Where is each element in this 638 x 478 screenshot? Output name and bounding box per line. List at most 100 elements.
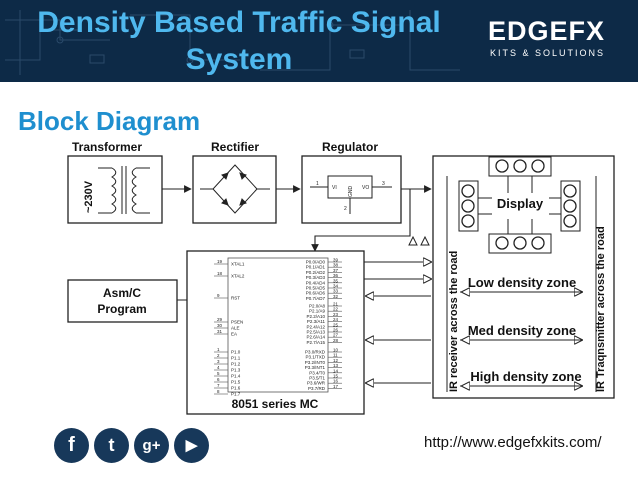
mc-right-pin-number: 28 bbox=[333, 338, 339, 343]
power-chain-arrows bbox=[162, 185, 432, 252]
low-density-zone: Low density zone bbox=[460, 275, 582, 292]
mc-left-pin-name: ALE bbox=[231, 326, 240, 331]
mc-right-pin-number: 25 bbox=[333, 322, 339, 327]
mc-right-pin-name: P2.6/A14 bbox=[306, 335, 325, 340]
transformer-block: ~230V bbox=[67, 155, 163, 224]
section-title: Block Diagram bbox=[18, 106, 201, 136]
mc-left-pin-number: 18 bbox=[217, 271, 223, 276]
mc-right-pin-number: 14 bbox=[333, 368, 339, 373]
mc-left-pin-name: XTAL2 bbox=[231, 274, 245, 279]
mc-right-pin-name: P3.2/INT0 bbox=[305, 360, 326, 365]
asmc-line-2: Program bbox=[97, 302, 146, 316]
mc-right-pin-name: P0.2/AD2 bbox=[306, 270, 326, 275]
mc-left-pin-number: 3 bbox=[217, 359, 220, 364]
regulator-label: Regulator bbox=[322, 140, 378, 154]
med-density-zone: Med density zone bbox=[460, 323, 582, 340]
facebook-icon[interactable]: f bbox=[54, 428, 89, 463]
mc-right-pin-number: 13 bbox=[333, 363, 339, 368]
mc-right-pin-name: P2.5/A13 bbox=[306, 330, 325, 335]
mc-left-pin-number: 8 bbox=[217, 389, 220, 394]
mc-right-pin-number: 34 bbox=[333, 284, 339, 289]
mc-right-pin-name: P0.4/AD4 bbox=[306, 280, 326, 285]
mc-left-pin-number: 2 bbox=[217, 353, 220, 358]
mc-left-pin-name: P1.4 bbox=[231, 374, 241, 379]
mc-left-pin-name: RST bbox=[231, 296, 240, 301]
page-title: Density Based Traffic Signal System bbox=[10, 4, 468, 78]
mc-left-pin-name: P1.0 bbox=[231, 350, 241, 355]
traffic-light-right bbox=[549, 180, 581, 232]
mc-right-pin-name: P3.0/RXD bbox=[305, 350, 326, 355]
mc-right-pin-number: 16 bbox=[333, 379, 339, 384]
google-plus-icon[interactable]: g+ bbox=[134, 428, 169, 463]
title-banner: Density Based Traffic Signal System EDGE… bbox=[0, 0, 638, 82]
mc-left-pin-number: 4 bbox=[217, 365, 220, 370]
mc-right-pin-number: 12 bbox=[333, 358, 339, 363]
mc-left-pin-name: P1.6 bbox=[231, 386, 241, 391]
mc-right-pin-name: P2.4/A12 bbox=[306, 324, 325, 329]
mc-right-pin-name: P0.3/AD3 bbox=[306, 275, 326, 280]
mc-left-pin-name: PSEN bbox=[231, 320, 243, 325]
mc-right-pin-name: P0.1/AD1 bbox=[306, 265, 326, 270]
mc-right-pin-number: 11 bbox=[333, 353, 338, 358]
traffic-light-top bbox=[488, 156, 552, 193]
mc-right-pin-name: P2.0/A8 bbox=[309, 304, 326, 309]
edgefx-logo: EDGEFX KITS & SOLUTIONS bbox=[470, 12, 620, 62]
transformer-voltage: ~230V bbox=[83, 180, 95, 213]
asmc-line-1: Asm/C bbox=[103, 286, 141, 300]
mc-left-pin-number: 1 bbox=[217, 347, 220, 352]
logo-subtext: KITS & SOLUTIONS bbox=[490, 48, 606, 58]
mc-left-pin-number: 19 bbox=[217, 259, 223, 264]
mc-right-pin-number: 38 bbox=[333, 263, 339, 268]
mc-right-pin-name: P3.5/T1 bbox=[309, 376, 325, 381]
traffic-light-left bbox=[458, 180, 492, 232]
play-icon[interactable]: ▶ bbox=[174, 428, 209, 463]
website-url[interactable]: http://www.edgefxkits.com/ bbox=[424, 434, 602, 451]
mc-label: 8051 series MC bbox=[232, 397, 319, 411]
traffic-light-bottom bbox=[488, 219, 552, 254]
transformer-label: Transformer bbox=[72, 140, 142, 154]
twitter-icon[interactable]: t bbox=[94, 428, 129, 463]
mc-right-pin-group: 39P0.0/AD038P0.1/AD137P0.2/AD236P0.3/AD3… bbox=[305, 258, 342, 391]
mc-right-pin-number: 23 bbox=[333, 312, 339, 317]
med-zone-label: Med density zone bbox=[468, 323, 576, 338]
mc-right-pin-number: 32 bbox=[333, 294, 339, 299]
mc-left-pin-name: P1.1 bbox=[231, 356, 241, 361]
mc-left-pin-number: 6 bbox=[217, 377, 220, 382]
regulator-gnd: GND bbox=[348, 186, 354, 198]
mc-right-pin-number: 22 bbox=[333, 307, 339, 312]
mc-left-pin-number: 30 bbox=[217, 323, 223, 328]
mc-right-pin-name: P3.6/WR bbox=[307, 381, 326, 386]
mc-right-pin-number: 35 bbox=[333, 278, 339, 283]
mc-right-pin-name: P2.1/A9 bbox=[309, 309, 326, 314]
mc-right-pin-name: P0.5/AD5 bbox=[306, 286, 326, 291]
regulator-pin-1: 1 bbox=[316, 181, 319, 187]
road-display-block: Display Low density zone Med density zon… bbox=[408, 155, 615, 399]
mc-left-pin-number: 5 bbox=[217, 371, 220, 376]
mc-right-pin-name: P0.0/AD0 bbox=[306, 260, 326, 265]
high-zone-label: High density zone bbox=[470, 369, 581, 384]
mc-right-pin-number: 37 bbox=[333, 268, 339, 273]
ir-transmitter-label: IR Traqnsmitter across the road bbox=[595, 226, 607, 392]
title-line-1: Density Based Traffic Signal bbox=[37, 6, 441, 39]
mc-right-pin-name: P2.7/A15 bbox=[306, 340, 325, 345]
regulator-pin-3: 3 bbox=[382, 181, 385, 187]
mc-right-pin-name: P3.1/TXD bbox=[305, 355, 325, 360]
mc-right-pin-name: P3.7/RD bbox=[308, 386, 326, 391]
rectifier-block bbox=[192, 155, 277, 224]
regulator-vo: VO bbox=[362, 185, 369, 191]
asm-c-program-block: Asm/C Program bbox=[67, 279, 208, 323]
mc-right-pin-name: P0.7/AD7 bbox=[306, 296, 326, 301]
mc-left-pin-name: P1.5 bbox=[231, 380, 241, 385]
mc-right-pin-number: 26 bbox=[333, 328, 339, 333]
mc-right-pin-number: 17 bbox=[333, 384, 339, 389]
regulator-block: VI VO GND 1 3 2 bbox=[301, 155, 402, 224]
title-line-2: System bbox=[185, 43, 293, 76]
circuit-pattern-background bbox=[5, 10, 460, 75]
regulator-vi: VI bbox=[332, 185, 337, 191]
low-zone-label: Low density zone bbox=[468, 275, 576, 290]
logo-text: EDGEFX bbox=[488, 16, 606, 46]
mc-right-pin-name: P3.4/T0 bbox=[309, 370, 325, 375]
mc-left-pin-number: 29 bbox=[217, 317, 223, 322]
